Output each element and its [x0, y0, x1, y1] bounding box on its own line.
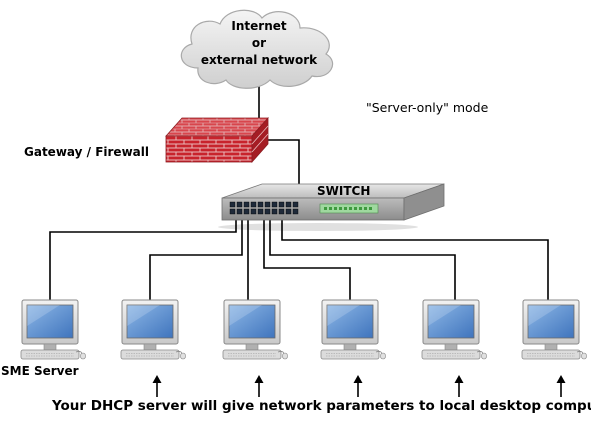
cable-pc5	[281, 214, 549, 300]
firewall-icon	[165, 116, 269, 164]
switch-label: SWITCH	[317, 184, 371, 198]
arrow-up-icon	[555, 374, 567, 398]
switch-ports	[229, 201, 299, 215]
cable-pc3	[263, 214, 351, 300]
computer-icon	[421, 299, 488, 360]
cable-pc1	[149, 214, 243, 300]
computer-icon	[120, 299, 187, 360]
dhcp-caption: Your DHCP server will give network param…	[52, 398, 591, 414]
computer-desktop-1	[120, 299, 187, 360]
arrow-up-icon	[253, 374, 265, 398]
computer-icon	[222, 299, 289, 360]
arrow-up-icon	[453, 374, 465, 398]
computer-desktop-3	[320, 299, 387, 360]
computer-icon	[20, 299, 87, 360]
switch-leds	[319, 203, 379, 214]
mode-label: "Server-only" mode	[366, 100, 489, 115]
cloud-label: Internet or external network	[189, 18, 329, 69]
computer-icon	[320, 299, 387, 360]
computer-sme-server	[20, 299, 87, 360]
computer-desktop-5	[521, 299, 588, 360]
cable-server	[49, 214, 237, 300]
cable-pc4	[269, 214, 456, 300]
cloud-label-line3: external network	[200, 53, 318, 67]
arrow-up-icon	[352, 374, 364, 398]
cloud-label-line1: Internet	[231, 19, 287, 33]
sme-server-label: SME Server	[1, 364, 79, 378]
cloud-label-line2: or	[251, 36, 267, 50]
switch-icon	[218, 183, 445, 231]
gateway-label: Gateway / Firewall	[24, 145, 149, 159]
cables	[49, 82, 549, 300]
computer-icon	[521, 299, 588, 360]
dhcp-arrows	[151, 374, 567, 398]
cloud-icon	[180, 9, 334, 89]
computer-desktop-4	[421, 299, 488, 360]
computer-desktop-2	[222, 299, 289, 360]
arrow-up-icon	[151, 374, 163, 398]
